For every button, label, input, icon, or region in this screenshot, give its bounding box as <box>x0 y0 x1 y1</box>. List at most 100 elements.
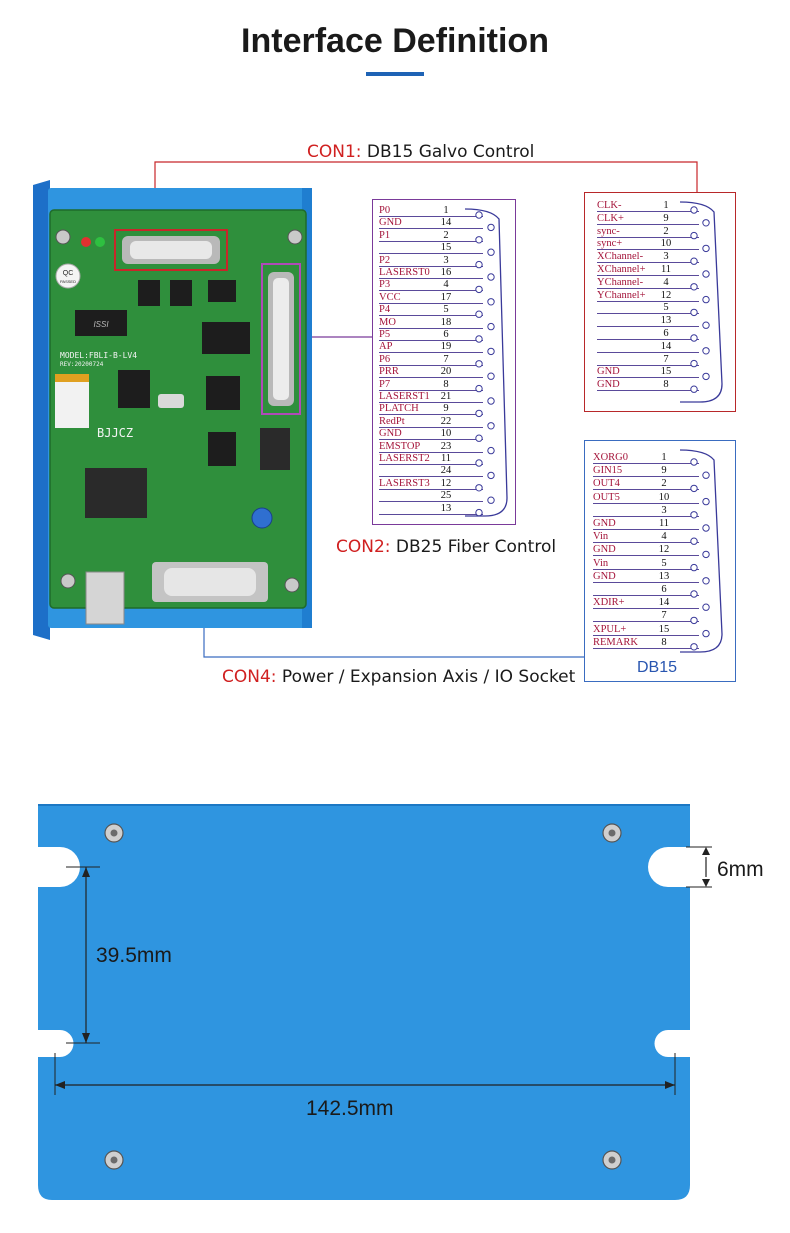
pin-wire <box>593 515 699 517</box>
pin-number: 5 <box>443 304 449 316</box>
pin-wire <box>593 621 699 623</box>
con1-text: DB15 Galvo Control <box>366 142 535 162</box>
qc-sub-text: PASSED <box>60 279 76 284</box>
pin-name: RedPt <box>379 415 405 427</box>
connector-shell <box>464 208 508 517</box>
con2-label: CON2: DB25 Fiber Control <box>336 537 556 557</box>
pin-number: 5 <box>661 557 667 569</box>
pin-wire <box>379 278 483 279</box>
pin-row: XChannel- 3 <box>585 251 735 264</box>
connector-shell <box>679 449 723 653</box>
pin-number: 15 <box>660 366 672 378</box>
pin-row: 6 <box>585 328 735 340</box>
pin-name: GIN15 <box>593 465 623 477</box>
pin-name: MO <box>379 316 396 328</box>
pin-wire <box>597 236 699 238</box>
pin-number: 3 <box>443 254 449 266</box>
pin-hole <box>487 248 495 256</box>
pin-hole <box>487 372 495 380</box>
pin-row: CLK-1 <box>585 200 735 212</box>
io-connector-icon <box>679 449 723 653</box>
pin-name: sync- <box>597 225 620 237</box>
pin-hole <box>690 458 698 466</box>
pin-name: Vin <box>593 557 609 569</box>
pin-number: 25 <box>440 490 452 502</box>
pin-hole <box>487 347 495 356</box>
qc-text: QC <box>63 270 74 277</box>
pin-row: 3 <box>585 505 735 517</box>
pin-wire <box>597 326 699 328</box>
pin-number: 13 <box>658 570 670 582</box>
pin-number: 14 <box>440 217 452 229</box>
pin-name: Vin <box>593 531 609 543</box>
pin-number: 10 <box>658 491 670 503</box>
page-title: Interface Definition <box>241 22 549 60</box>
pin-number: 3 <box>661 504 667 516</box>
pin-hole <box>702 629 710 638</box>
pin-wire <box>597 300 699 302</box>
pin-hole <box>702 321 710 329</box>
pin-wire <box>597 351 699 353</box>
pin-hole <box>690 616 698 625</box>
pin-number: 12 <box>658 544 670 556</box>
con2-key: CON2: <box>336 537 391 557</box>
pin-name: XChannel- <box>597 251 644 263</box>
pin-number: 3 <box>663 251 669 263</box>
pin-wire <box>379 426 483 428</box>
pin-hole <box>690 283 698 291</box>
pin-hole <box>702 471 710 479</box>
pin-name: GND <box>593 518 616 529</box>
pin-row: 7 <box>585 610 735 623</box>
pin-number: 23 <box>440 440 452 452</box>
pin-name: sync+ <box>597 238 623 250</box>
pin-hole <box>690 590 698 598</box>
pin-hole <box>475 459 483 467</box>
pin-hole <box>475 409 483 418</box>
pin-name: P7 <box>379 378 391 390</box>
pin-wire <box>379 290 483 292</box>
pin-hole <box>690 511 698 519</box>
pin-name: VCC <box>379 291 401 303</box>
pin-number: 5 <box>663 302 669 314</box>
db25-connector-icon <box>464 208 508 517</box>
pin-wire <box>379 216 483 217</box>
pin-hole <box>690 484 698 493</box>
pin-wire <box>593 608 699 610</box>
pin-hole <box>690 359 698 368</box>
pin-hole <box>702 372 710 381</box>
pin-number: 15 <box>658 623 670 635</box>
pin-name: YChannel+ <box>597 289 646 301</box>
pin-hole <box>475 484 483 492</box>
pin-wire <box>597 364 699 366</box>
pin-name: PLATCH <box>379 403 419 415</box>
pin-name: PRR <box>379 366 399 378</box>
pin-name: EMSTOP <box>379 440 421 452</box>
pin-wire <box>379 302 483 304</box>
pin-hole <box>475 508 483 517</box>
pin-wire <box>593 634 699 636</box>
pin-number: 9 <box>443 403 449 415</box>
pin-wire <box>379 253 483 255</box>
pin-number: 2 <box>443 229 449 241</box>
controller-board: QC PASSED ISSI MODEL:FBLI-B-LV4 REV:2020… <box>33 180 312 640</box>
pin-wire <box>597 313 699 315</box>
pin-number: 8 <box>443 378 449 390</box>
pin-wire <box>379 488 483 490</box>
pin-name: LASERST3 <box>379 477 430 489</box>
